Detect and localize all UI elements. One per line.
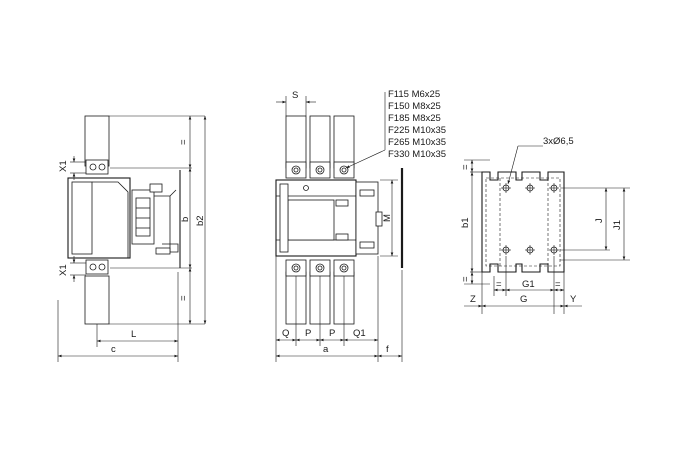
screw-table-row-3: F185 M8x25 xyxy=(388,113,441,124)
mounting-view xyxy=(481,171,565,273)
mounting-view-dimensions: 3xØ6,5 = b1 = J J1 = G1 = Z xyxy=(460,136,630,314)
mounting-hole-bottom-mid xyxy=(525,245,535,255)
dim-m: M xyxy=(382,214,393,222)
dim-g1: G1 xyxy=(522,279,535,290)
dim-j: J xyxy=(594,218,605,223)
mounting-hole-bottom-left xyxy=(501,245,511,255)
dim-z: Z xyxy=(470,294,476,305)
dim-x1-bottom: X1 xyxy=(58,264,69,276)
dim-eq-bottom: = xyxy=(178,295,189,301)
dim-b: b xyxy=(180,217,191,222)
dim-l: L xyxy=(131,329,136,340)
screw-table-row-1: F115 M6x25 xyxy=(388,89,440,100)
dim-f: f xyxy=(386,344,389,355)
front-view-dimensions: S F115 M6x25 F150 M8x25 F185 M8x25 F225 … xyxy=(276,89,446,362)
screw-table-row-6: F330 M10x35 xyxy=(388,149,446,160)
mounting-hole-top-right xyxy=(549,183,559,193)
dim-g: G xyxy=(520,294,527,305)
screw-table-row-4: F225 M10x35 xyxy=(388,125,446,136)
front-view xyxy=(275,115,404,362)
dim-a: a xyxy=(323,344,329,355)
mounting-hole-top-mid xyxy=(525,183,535,193)
dim-p-2: P xyxy=(329,328,335,339)
dim-eq-top: = xyxy=(460,164,471,170)
dim-q1: Q1 xyxy=(353,328,366,339)
dim-j1: J1 xyxy=(612,220,623,230)
dim-eq-bottom: = xyxy=(460,276,471,282)
dim-p-1: P xyxy=(305,328,311,339)
screw-table-row-5: F265 M10x35 xyxy=(388,137,446,148)
mounting-hole-bottom-right xyxy=(549,245,559,255)
screw-table-row-2: F150 M8x25 xyxy=(388,101,441,112)
dim-eq-top: = xyxy=(178,139,189,145)
dim-c: c xyxy=(111,344,116,355)
dim-x1-top: X1 xyxy=(58,160,69,172)
dim-b1: b1 xyxy=(460,217,471,228)
dim-eq-right: = xyxy=(555,279,561,290)
hole-callout: 3xØ6,5 xyxy=(543,136,574,147)
dim-eq-left: = xyxy=(496,279,502,290)
side-view xyxy=(67,115,205,325)
dim-s: S xyxy=(292,90,298,101)
dim-q: Q xyxy=(282,328,289,339)
dim-b2: b2 xyxy=(195,215,206,226)
dim-y: Y xyxy=(570,294,577,305)
side-view-dimensions: X1 X1 b = = b2 L c xyxy=(57,116,207,362)
mounting-hole-top-left xyxy=(501,183,511,193)
